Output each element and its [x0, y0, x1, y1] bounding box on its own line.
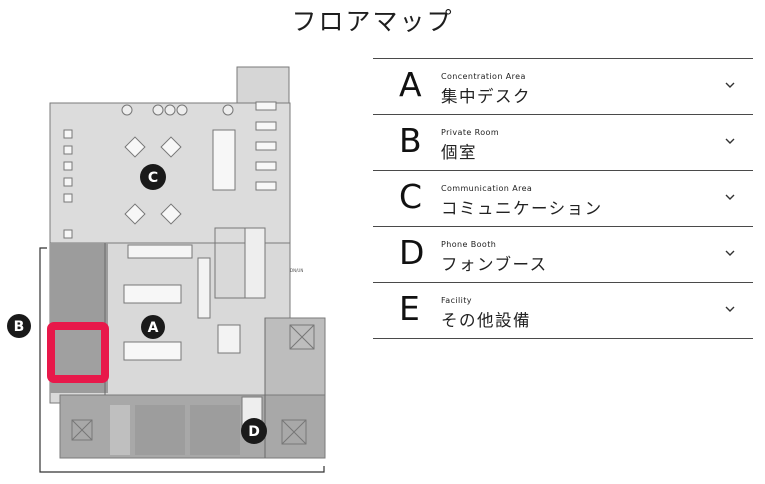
- area-item-c[interactable]: C Communication Area コミュニケーション: [373, 170, 753, 226]
- chevron-down-icon[interactable]: [725, 305, 735, 313]
- map-small-label: DN/UN: [290, 268, 303, 273]
- marker-a-label: A: [148, 320, 159, 336]
- area-item-d[interactable]: D Phone Booth フォンブース: [373, 226, 753, 282]
- area-letter: D: [399, 233, 425, 272]
- chevron-down-icon[interactable]: [725, 81, 735, 89]
- area-name: その他設備: [441, 311, 531, 330]
- chevron-down-icon[interactable]: [725, 137, 735, 145]
- page-title: フロアマップ: [291, 7, 454, 36]
- marker-b[interactable]: B: [7, 314, 31, 338]
- area-subtitle: Concentration Area: [441, 72, 526, 81]
- location-highlight: [47, 322, 109, 383]
- chevron-down-icon[interactable]: [725, 249, 735, 257]
- marker-c-label: C: [148, 170, 158, 186]
- area-letter: E: [399, 289, 420, 328]
- marker-d-label: D: [248, 424, 260, 440]
- marker-a[interactable]: A: [141, 315, 165, 339]
- marker-d[interactable]: D: [241, 418, 267, 444]
- area-name: フォンブース: [441, 255, 548, 274]
- area-name: コミュニケーション: [441, 199, 603, 218]
- area-item-a[interactable]: A Concentration Area 集中デスク: [373, 58, 753, 114]
- floor-map: B A C D DN/UN: [0, 62, 340, 480]
- private-room-bracket: [39, 247, 325, 473]
- area-letter: A: [399, 65, 422, 104]
- area-subtitle: Phone Booth: [441, 240, 497, 249]
- marker-b-label: B: [14, 319, 25, 335]
- area-name: 集中デスク: [441, 87, 531, 106]
- area-list: A Concentration Area 集中デスク B Private Roo…: [373, 58, 753, 339]
- area-name: 個室: [441, 143, 477, 162]
- area-subtitle: Communication Area: [441, 184, 533, 193]
- area-item-b[interactable]: B Private Room 個室: [373, 114, 753, 170]
- marker-c[interactable]: C: [140, 164, 166, 190]
- floor-plan-base: [49, 66, 326, 459]
- area-letter: B: [399, 121, 422, 160]
- area-subtitle: Private Room: [441, 128, 500, 137]
- area-letter: C: [399, 177, 423, 216]
- chevron-down-icon[interactable]: [725, 193, 735, 201]
- area-subtitle: Facility: [441, 296, 472, 305]
- area-item-e[interactable]: E Facility その他設備: [373, 282, 753, 339]
